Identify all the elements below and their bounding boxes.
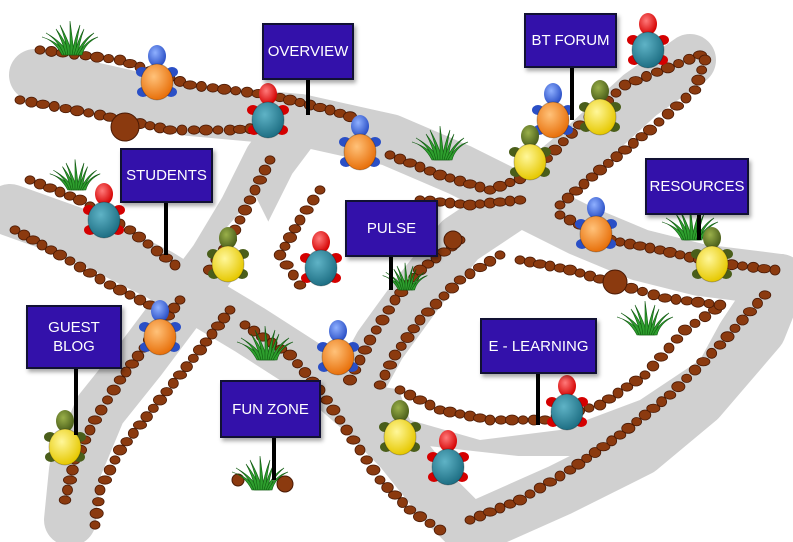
fun-zone-label[interactable]: FUN ZONE — [220, 380, 321, 438]
turtle-icon — [207, 227, 249, 283]
grass-icon — [382, 262, 428, 291]
sign-pole — [272, 438, 276, 480]
sign-pole — [570, 68, 574, 120]
sign-pole — [536, 374, 540, 425]
turtle-figures — [44, 13, 733, 486]
e-learning-label[interactable]: E - LEARNING — [480, 318, 597, 374]
grass-icon — [49, 159, 101, 191]
turtle-icon — [139, 300, 181, 356]
turtle-icon — [691, 227, 733, 283]
resources-label[interactable]: RESOURCES — [645, 158, 749, 215]
turtle-icon — [627, 13, 669, 69]
turtle-icon — [339, 115, 381, 171]
turtle-icon — [427, 430, 469, 486]
grass-icon — [411, 125, 469, 161]
guest-blog-label[interactable]: GUEST BLOG — [26, 305, 122, 369]
grass-tufts — [41, 20, 719, 491]
overview-label[interactable]: OVERVIEW — [262, 23, 354, 80]
students-label[interactable]: STUDENTS — [120, 148, 213, 203]
turtle-icon — [379, 400, 421, 456]
pulse-label[interactable]: PULSE — [345, 200, 438, 257]
grass-icon — [41, 20, 99, 56]
sign-pole — [306, 80, 310, 115]
sign-pole — [164, 203, 168, 255]
turtle-icon — [83, 183, 125, 239]
turtle-icon — [300, 231, 342, 287]
sign-pole — [74, 369, 78, 435]
grass-icon — [236, 325, 294, 361]
grass-icon — [616, 300, 674, 336]
turtle-icon — [579, 80, 621, 136]
turtle-icon — [532, 83, 574, 139]
turtle-icon — [546, 375, 588, 431]
sign-pole — [389, 257, 393, 290]
turtle-icon — [247, 83, 289, 139]
turtle-icon — [575, 197, 617, 253]
bt-forum-label[interactable]: BT FORUM — [524, 13, 617, 68]
sign-pole — [697, 215, 701, 240]
grass-icon — [231, 455, 289, 491]
turtle-icon — [317, 320, 359, 376]
turtle-icon — [136, 45, 178, 101]
turtle-icon — [509, 125, 551, 181]
